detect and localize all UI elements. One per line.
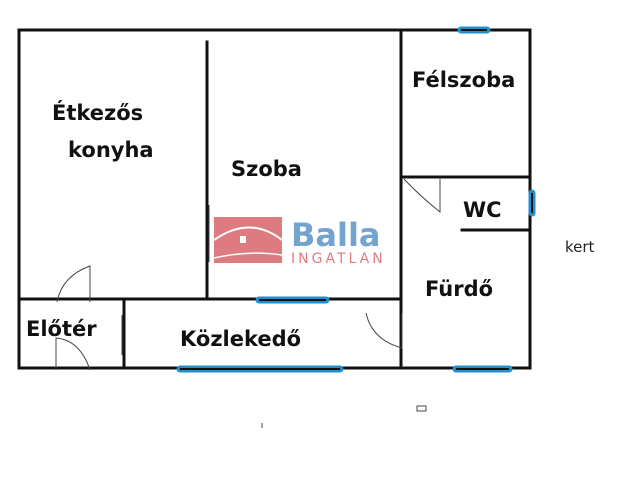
room-label-konyha: konyha bbox=[68, 138, 154, 162]
outside-label-kert: kert bbox=[565, 238, 595, 256]
room-label-kozlekedo: Közlekedő bbox=[180, 327, 301, 351]
room-label-wc: WC bbox=[463, 198, 502, 222]
door-entrance bbox=[55, 337, 91, 371]
door-kitchen bbox=[56, 265, 91, 303]
room-label-szoba: Szoba bbox=[231, 157, 302, 181]
door-wc bbox=[403, 178, 441, 214]
room-label-etkezos: Étkezős bbox=[52, 100, 143, 125]
windows bbox=[176, 26, 536, 373]
doors bbox=[55, 178, 441, 428]
walls bbox=[17, 28, 532, 370]
logo-sub: INGATLAN bbox=[291, 251, 386, 267]
room-label-felszoba: Félszoba bbox=[412, 68, 515, 92]
room-label-furdo: Fürdő bbox=[425, 277, 493, 301]
room-label-eloter: Előtér bbox=[26, 317, 97, 341]
door-bathroom bbox=[365, 312, 403, 349]
balla-ingatlan-logo: Balla INGATLAN bbox=[213, 216, 386, 267]
logo-brand: Balla bbox=[291, 216, 381, 254]
